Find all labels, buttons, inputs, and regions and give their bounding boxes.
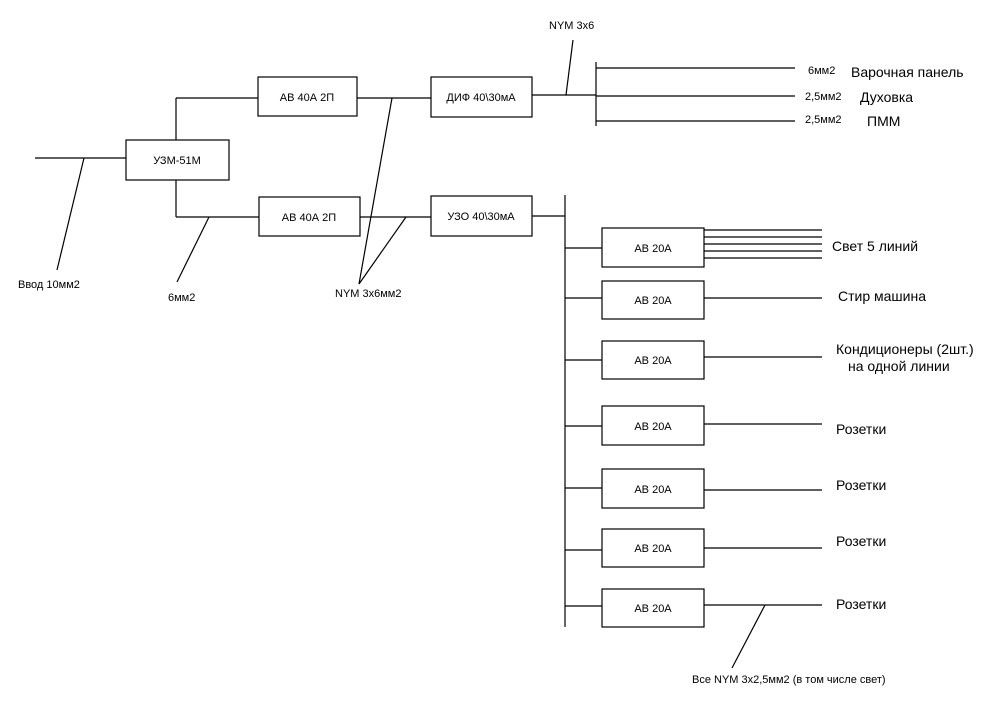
ac-label: Кондиционеры (2шт.) — [836, 341, 974, 357]
nym-middle-leader-top — [358, 97, 393, 285]
dif-label: ДИФ 40\30мА — [446, 92, 516, 104]
av-top-label: АВ 40А 2П — [280, 92, 334, 104]
av20-label-2: АВ 20А — [634, 295, 672, 307]
av20-label-6: АВ 20А — [634, 543, 672, 555]
sockets-label-1: Розетки — [836, 421, 886, 437]
nym-middle-label: NYM 3х6мм2 — [335, 288, 401, 300]
nym-all-label: Все NYM 3х2,5мм2 (в том числе свет) — [692, 674, 886, 686]
av20-label-7: АВ 20А — [634, 603, 672, 615]
av20-label-5: АВ 20А — [634, 484, 672, 496]
nym-middle-leader-bottom — [358, 216, 407, 285]
light-label: Свет 5 линий — [832, 238, 918, 254]
av-top-box — [257, 76, 358, 117]
av20-label-3: АВ 20А — [634, 355, 672, 367]
dif-box — [430, 76, 533, 118]
nym-top-label: NYM 3х6 — [549, 20, 594, 32]
dishwasher-section: 2,5мм2 — [805, 114, 842, 126]
av20-box-6 — [601, 528, 705, 568]
uzo-box — [430, 195, 533, 237]
uzo-label: УЗО 40\30мА — [447, 211, 515, 223]
nym-top-leader — [565, 39, 574, 96]
oven-label: Духовка — [860, 89, 913, 105]
cooktop-label: Варочная панель — [851, 64, 964, 80]
av20-box-4 — [601, 405, 705, 446]
washer-label: Стир машина — [838, 288, 926, 304]
uzm-label: УЗМ-51М — [153, 155, 201, 167]
input-cable-label: Ввод 10мм2 — [18, 279, 80, 291]
av20-box-7 — [601, 588, 705, 628]
sockets-label-3: Розетки — [836, 533, 886, 549]
av20-box-3 — [601, 340, 705, 380]
ac-label-line2: на одной линии — [848, 358, 950, 374]
av20-box-2 — [601, 280, 705, 320]
branch-leader-line — [176, 216, 210, 283]
input-leader-line — [56, 157, 85, 271]
av20-box-5 — [601, 468, 705, 509]
sockets-label-4: Розетки — [836, 596, 886, 612]
cooktop-section: 6мм2 — [808, 65, 835, 77]
av20-label-4: АВ 20А — [634, 421, 672, 433]
nym-all-leader — [731, 604, 766, 669]
oven-section: 2,5мм2 — [805, 91, 842, 103]
uzm-box — [125, 139, 230, 181]
dishwasher-label: ПММ — [867, 113, 900, 129]
branch-cable-label: 6мм2 — [168, 292, 195, 304]
sockets-label-2: Розетки — [836, 477, 886, 493]
av20-box-1 — [601, 227, 705, 268]
av-bottom-label: АВ 40А 2П — [282, 212, 336, 224]
av20-label-1: АВ 20А — [634, 243, 672, 255]
